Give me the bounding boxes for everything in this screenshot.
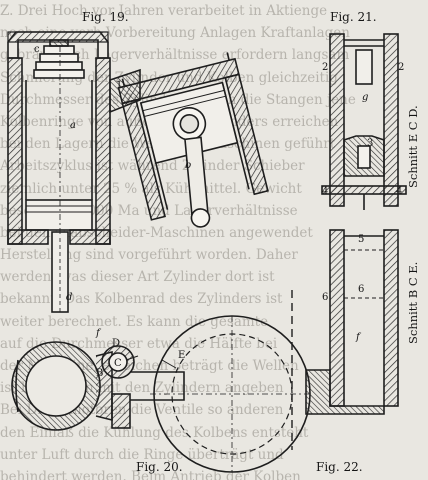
label-f: f bbox=[355, 332, 362, 343]
background-text-line: weiter berechnet. Es kann die gesamte bbox=[0, 313, 269, 330]
section-label-ecd: Schnitt E C D. bbox=[406, 105, 420, 188]
label-C: C bbox=[114, 358, 122, 369]
label-4-right: 4 bbox=[396, 186, 402, 197]
label-1: 1 bbox=[116, 80, 122, 91]
background-text-line: bekannt. Das Kolbenrad des Zylinders ist bbox=[0, 291, 283, 308]
background-text-line: behindert werden. Beim Antrieb der Kolbe… bbox=[0, 468, 301, 480]
background-text-line: werden, was dieser Art Zylinder dort ist bbox=[0, 269, 275, 286]
fig19-drawing bbox=[7, 31, 269, 313]
caption-fig22: Fig. 22. bbox=[316, 460, 363, 474]
fig20-drawing bbox=[11, 315, 312, 473]
label-f1: f bbox=[95, 328, 102, 339]
fig21-drawing bbox=[321, 33, 407, 210]
background-text-line: Z. Drei Hoch vor Jahren verarbeitet in A… bbox=[0, 3, 328, 19]
label-2-left: 2 bbox=[322, 62, 328, 73]
background-text-line: unter Luft durch die Ringe überträgt und bbox=[0, 446, 284, 463]
fig22-drawing bbox=[291, 229, 399, 450]
label-2-right: 2 bbox=[398, 62, 404, 73]
label-g: g bbox=[362, 92, 368, 103]
label-b: b bbox=[185, 160, 191, 171]
caption-fig19: Fig. 19. bbox=[82, 10, 129, 24]
label-a: a bbox=[70, 120, 76, 131]
label-B: B bbox=[96, 368, 103, 379]
caption-fig20: Fig. 20. bbox=[136, 460, 183, 474]
label-6b: 6 bbox=[358, 284, 364, 295]
section-label-bce: Schnitt B C E. bbox=[406, 261, 420, 344]
label-4-left: 4 bbox=[322, 186, 328, 197]
label-E: E bbox=[178, 350, 185, 361]
label-5: 5 bbox=[358, 234, 364, 245]
caption-fig21: Fig. 21. bbox=[330, 10, 377, 24]
label-d: d bbox=[66, 292, 72, 303]
label-6: 6 bbox=[322, 292, 328, 303]
label-D: D bbox=[112, 338, 120, 349]
valve-cap bbox=[33, 39, 85, 79]
label-3: 3 bbox=[367, 138, 373, 149]
label-c: c bbox=[34, 44, 40, 55]
